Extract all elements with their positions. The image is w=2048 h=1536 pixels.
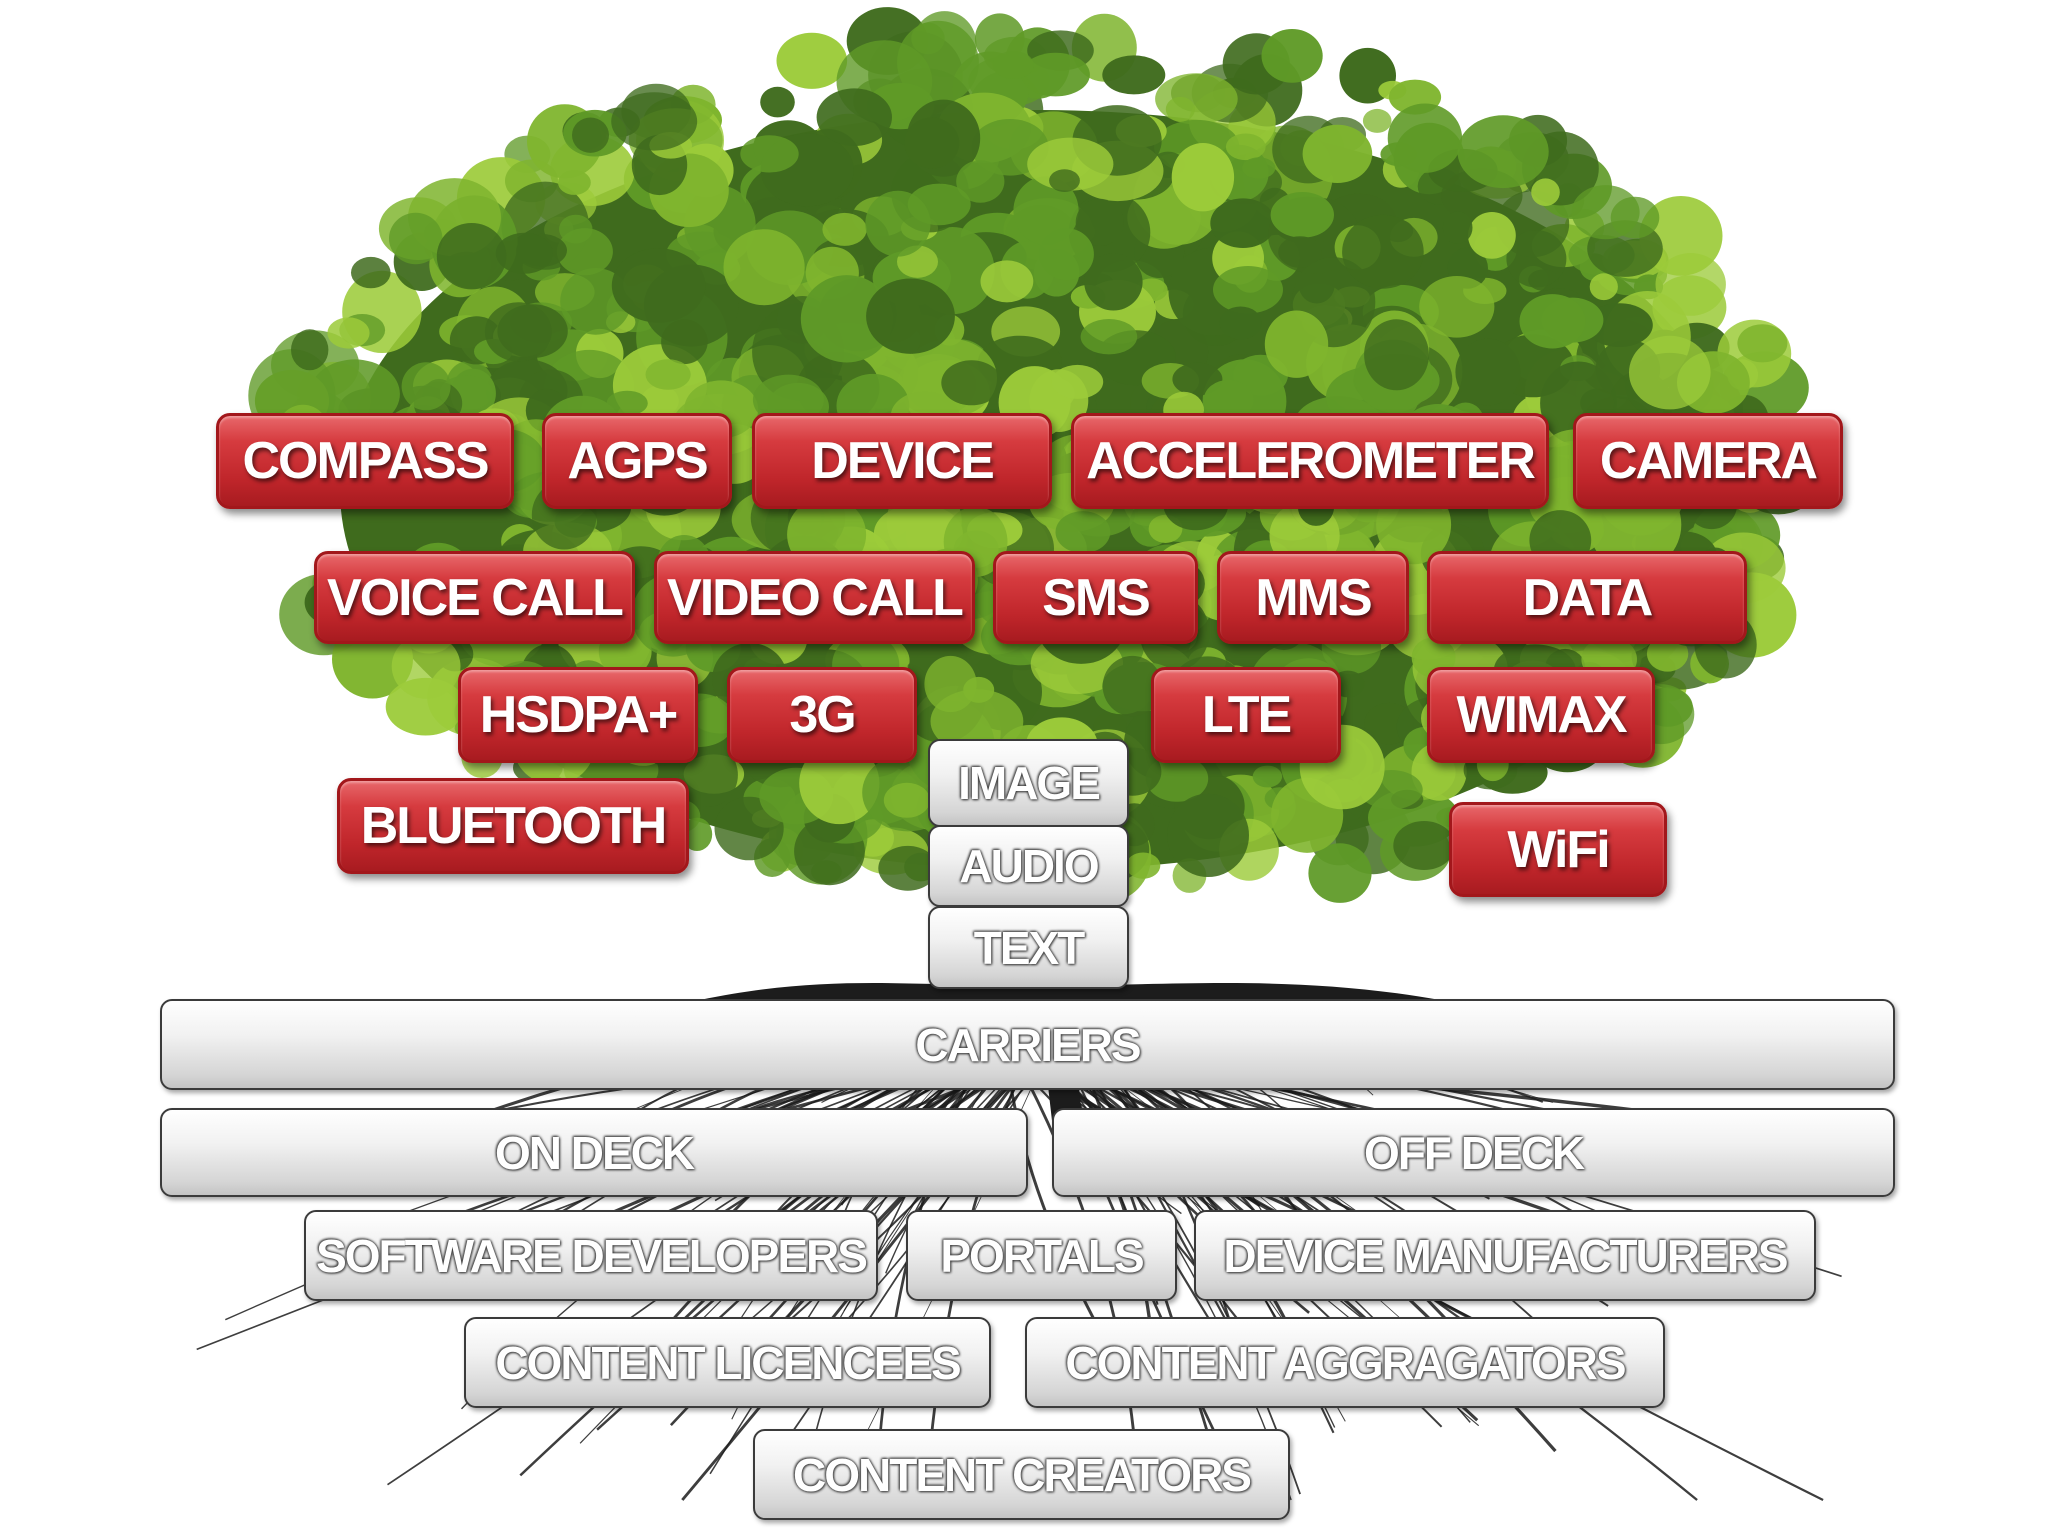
video-call-box: VIDEO CALL [654, 551, 975, 644]
portals-box: PORTALS [906, 1210, 1177, 1301]
lte-box: LTE [1151, 667, 1341, 763]
wimax-box: WIMAX [1427, 667, 1655, 763]
content-aggragators-box: CONTENT AGGRAGATORS [1025, 1317, 1665, 1408]
bluetooth-box: BLUETOOTH [337, 778, 689, 874]
mms-box: MMS [1217, 551, 1409, 644]
on-deck-box: ON DECK [160, 1108, 1028, 1197]
software-developers-box: SOFTWARE DEVELOPERS [304, 1210, 878, 1301]
content-creators-box: CONTENT CREATORS [753, 1429, 1290, 1520]
off-deck-box: OFF DECK [1052, 1108, 1895, 1197]
content-licencees-box: CONTENT LICENCEES [464, 1317, 991, 1408]
3g-box: 3G [727, 667, 917, 763]
compass-box: COMPASS [216, 413, 514, 509]
text-box: TEXT [928, 906, 1129, 989]
voice-call-box: VOICE CALL [314, 551, 635, 644]
carriers-box: CARRIERS [160, 999, 1895, 1090]
sms-box: SMS [993, 551, 1198, 644]
agps-box: AGPS [542, 413, 732, 509]
wifi-box: WiFi [1449, 802, 1667, 897]
camera-box: CAMERA [1573, 413, 1843, 509]
device-manufacturers-box: DEVICE MANUFACTURERS [1194, 1210, 1816, 1301]
audio-box: AUDIO [928, 825, 1129, 907]
data-box: DATA [1427, 551, 1747, 644]
image-box: IMAGE [928, 739, 1129, 827]
accelerometer-box: ACCELEROMETER [1071, 413, 1549, 509]
device-box: DEVICE [752, 413, 1052, 509]
hsdpa-box: HSDPA+ [458, 667, 698, 763]
trunk-base [700, 983, 1440, 1000]
